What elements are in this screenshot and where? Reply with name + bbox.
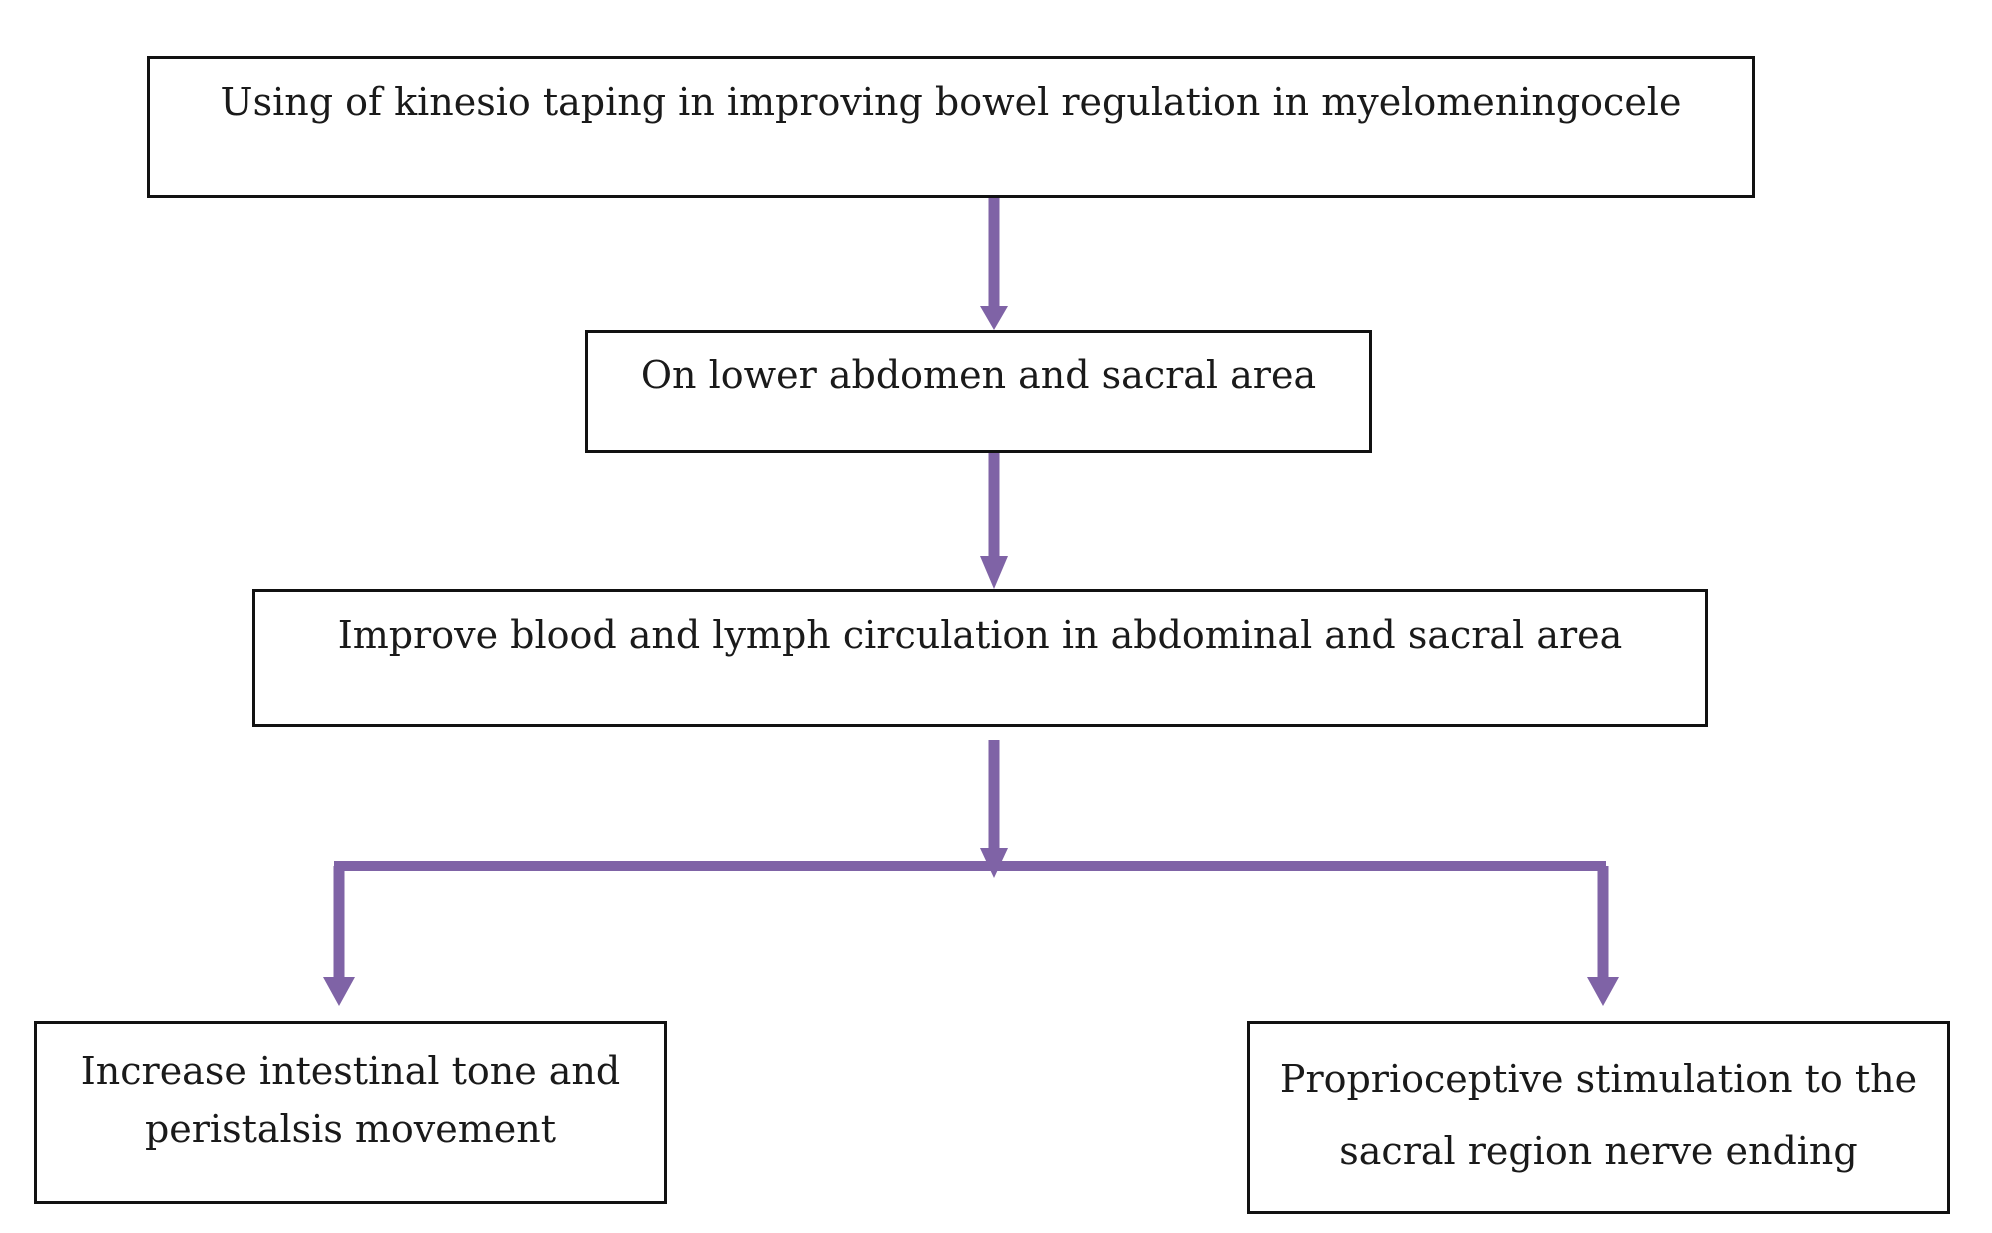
arrow-b3-to-b5 <box>1587 866 1619 1006</box>
flow-box-text: Improve blood and lymph circulation in a… <box>337 613 1623 657</box>
flow-box-application-area: On lower abdomen and sacral area <box>585 330 1372 453</box>
flow-box-circulation: Improve blood and lymph circulation in a… <box>252 589 1708 727</box>
arrow-b3-trunk <box>980 740 1008 878</box>
flow-box-proprioceptive: Proprioceptive stimulation to the sacral… <box>1247 1021 1950 1214</box>
flow-box-text-line-1: Increase intestinal tone and <box>80 1049 621 1093</box>
flow-box-text-line-1: Proprioceptive stimulation to the <box>1279 1057 1918 1101</box>
arrow-b2-to-b3 <box>980 448 1008 589</box>
flow-box-text: On lower abdomen and sacral area <box>640 353 1317 397</box>
flow-box-text-line-2: peristalsis movement <box>144 1106 557 1151</box>
flow-box-text: Using of kinesio taping in improving bow… <box>220 80 1682 124</box>
arrow-b3-to-b4 <box>323 866 355 1006</box>
flow-box-text-line-2: sacral region nerve ending <box>1339 1129 1858 1174</box>
arrow-b1-to-b2 <box>980 198 1008 330</box>
flow-box-intestinal-tone: Increase intestinal tone and peristalsis… <box>34 1021 667 1204</box>
flow-box-kinesio-taping: Using of kinesio taping in improving bow… <box>147 56 1755 198</box>
